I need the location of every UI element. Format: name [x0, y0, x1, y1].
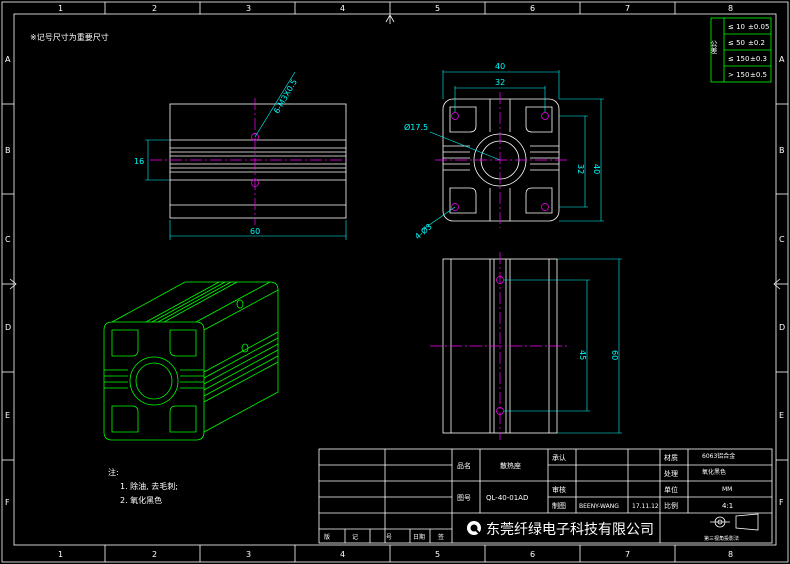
zone-bottom-2: 2: [152, 550, 157, 559]
top-view: 45 60: [430, 252, 622, 440]
rev-header-3: 号: [386, 534, 392, 541]
rev-header-5: 签: [438, 533, 444, 541]
rev-header-4: 日期: [413, 533, 425, 541]
dim-side-height: 16: [134, 157, 144, 166]
dim-top-length: 60: [610, 350, 619, 360]
label-scale: 比例: [664, 501, 678, 510]
tolerance-table: 公差 ≤ 10 ±0.05 ≤ 50 ±0.2 ≤ 150 ±0.3 > 150…: [710, 17, 772, 83]
zone-left-f: F: [5, 498, 10, 507]
rev-header-2: 记: [352, 534, 358, 541]
zone-bottom-3: 3: [246, 550, 251, 559]
zone-left-e: E: [5, 411, 10, 420]
projection-symbol-icon: [710, 513, 759, 531]
tol-value-3: ±0.3: [750, 55, 767, 63]
dim-front-v-outer: 40: [592, 164, 601, 174]
notes-title: 注:: [108, 467, 119, 477]
zone-left-a: A: [5, 55, 11, 64]
dim-top-spacing: 45: [578, 350, 587, 360]
zone-left-b: B: [5, 146, 11, 155]
zone-bottom-7: 7: [625, 550, 630, 559]
zone-right-d: D: [779, 323, 785, 332]
company-logo-icon: [467, 521, 482, 536]
zone-right-a: A: [779, 55, 785, 64]
thread-hole-lower: [251, 179, 259, 187]
zone-right-b: B: [779, 146, 785, 155]
label-part-name: 品名: [457, 461, 471, 470]
dim-front-inner: 32: [495, 78, 505, 87]
zone-bottom-1: 1: [58, 550, 63, 559]
zone-top-8: 8: [728, 4, 733, 13]
front-view: 40 32 32 40 Ø17.5 4-Ø3: [404, 62, 604, 241]
process: 氧化黑色: [702, 468, 726, 476]
zone-top-2: 2: [152, 4, 157, 13]
top-hole-upper: [496, 276, 504, 284]
front-hole-tl: [451, 112, 459, 120]
front-hole-tr: [541, 112, 549, 120]
zone-top-4: 4: [340, 4, 345, 13]
thread-hole-upper: [251, 133, 259, 141]
zone-left-d: D: [5, 323, 11, 332]
part-name: 散热座: [500, 461, 521, 470]
unit: MM: [722, 486, 732, 493]
label-draw: 制图: [552, 501, 566, 510]
part-no: QL-40-01AD: [486, 494, 528, 502]
front-hole-bl: [451, 203, 459, 211]
label-part-no: 图号: [457, 494, 471, 502]
note-1: 1. 除油, 去毛刺;: [120, 481, 178, 491]
projection-method: 第三视角投影法: [704, 535, 739, 542]
scale: 4:1: [722, 502, 733, 510]
zone-bottom-4: 4: [340, 550, 345, 559]
dim-front-outer: 40: [495, 62, 505, 71]
label-review: 审核: [552, 485, 566, 494]
zone-right-f: F: [779, 498, 784, 507]
side-view: 6-M3X0.5 16 60: [134, 71, 350, 240]
company-name: 东莞纤绿电子科技有限公司: [486, 522, 654, 538]
label-process: 处理: [664, 469, 678, 478]
drafter: BEENY-WANG: [579, 503, 619, 510]
top-hole-lower: [496, 407, 504, 415]
border-labels: 1 2 3 4 5 6 7 8 1 2 3 4 5 6 7 8 A B C D …: [5, 4, 785, 559]
note-2: 2. 氧化黑色: [120, 495, 162, 505]
front-hole-br: [541, 203, 549, 211]
zone-top-1: 1: [58, 4, 63, 13]
label-unit: 单位: [664, 485, 678, 494]
zone-right-c: C: [779, 235, 785, 244]
zone-left-c: C: [5, 235, 11, 244]
zone-bottom-6: 6: [530, 550, 535, 559]
isometric-view: [103, 281, 279, 441]
header-note: ※记号尺寸为重要尺寸: [30, 32, 109, 42]
label-material: 材质: [664, 453, 678, 462]
zone-top-6: 6: [530, 4, 535, 13]
tol-range-1: ≤ 10: [728, 23, 745, 31]
zone-top-3: 3: [246, 4, 251, 13]
tolerance-side-label: 公差: [710, 40, 718, 54]
tol-range-2: ≤ 50: [728, 39, 745, 47]
zone-right-e: E: [779, 411, 784, 420]
tol-range-4: > 150: [728, 71, 749, 79]
rev-header-1: 版: [324, 533, 330, 541]
tol-value-4: ±0.5: [750, 71, 767, 79]
zone-bottom-8: 8: [728, 550, 733, 559]
tol-value-2: ±0.2: [748, 39, 765, 47]
tol-range-3: ≤ 150: [728, 55, 749, 63]
notes: 注: 1. 除油, 去毛刺; 2. 氧化黑色: [108, 467, 178, 505]
zone-bottom-5: 5: [435, 550, 440, 559]
zone-top-5: 5: [435, 4, 440, 13]
drawing-date: 17.11.12: [632, 503, 659, 510]
material: 6063铝合金: [702, 452, 735, 460]
label-approve: 承认: [552, 453, 566, 462]
dim-front-v-inner: 32: [576, 164, 585, 174]
dim-side-thread: 6-M3X0.5: [272, 78, 299, 116]
dim-front-diameter: Ø17.5: [404, 122, 428, 132]
title-block: 品名 散热座 图号 QL-40-01AD 承认 审核 制图 BEENY-WANG…: [318, 448, 773, 544]
zone-top-7: 7: [625, 4, 630, 13]
dim-side-width: 60: [250, 227, 260, 236]
tol-value-1: ±0.05: [748, 23, 769, 31]
